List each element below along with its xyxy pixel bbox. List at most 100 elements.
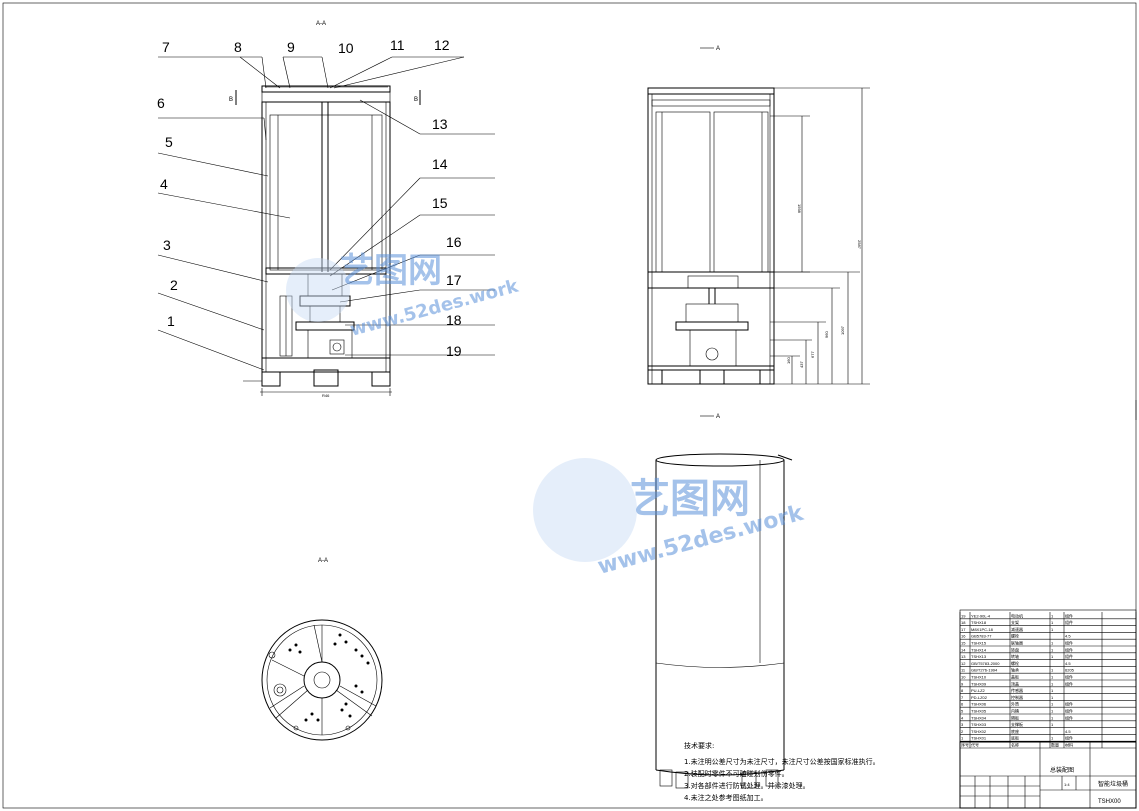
- bom-cell: 1: [1051, 647, 1054, 652]
- bom-cell: 组件: [1065, 708, 1073, 714]
- bom-cell: 4.5: [1065, 634, 1071, 639]
- bom-cell: 组件: [1065, 674, 1073, 680]
- dim-160: 160: [786, 357, 791, 364]
- bom-cell: TSHX10: [971, 675, 987, 680]
- part-number: 13: [432, 116, 448, 132]
- bom-cell: 隔板: [1011, 714, 1019, 720]
- bom-cell: 轴承: [1011, 667, 1019, 673]
- bom-cell: 组件: [1065, 612, 1073, 618]
- bom-cell: 底板: [1011, 735, 1019, 741]
- watermark-cn: 艺图网: [630, 476, 750, 522]
- part-number: 16: [446, 234, 462, 250]
- bom-cell: 内桶: [1011, 708, 1019, 714]
- dim-upper: 1598: [797, 204, 802, 214]
- bom-cell: 14: [961, 647, 966, 652]
- bom-cell: TSHX09: [971, 681, 987, 686]
- bom-cell: TSHX02: [971, 729, 987, 734]
- notes-title: 技术要求:: [684, 741, 714, 750]
- bom-cell: TSHX04: [971, 715, 987, 720]
- bom-cell: 组件: [1065, 619, 1073, 625]
- front-section-view: A-A B B: [157, 21, 495, 398]
- part-number: 4: [160, 176, 168, 192]
- base-width-dim: R46: [322, 393, 330, 398]
- bom-cell: 外筒: [1011, 701, 1019, 707]
- bom-cell: M8X1PC-18: [971, 627, 994, 632]
- bom-cell: 底座: [1011, 728, 1019, 734]
- bom-cell: 支架: [1011, 619, 1019, 625]
- bom-header-cell: 序号: [961, 742, 969, 748]
- bom-cell: 支撑板: [1011, 721, 1023, 727]
- bom-cell: 4.5: [1065, 661, 1071, 666]
- bom-cell: 组件: [1065, 714, 1073, 720]
- section-label-bottom: A-A: [318, 558, 328, 564]
- bom-header-cell: 名称: [1011, 742, 1019, 748]
- bom-cell: 1: [961, 736, 964, 741]
- bom-header-cell: 材料: [1065, 742, 1073, 748]
- bom-cell: 盖板: [1011, 674, 1019, 680]
- bom-cell: 1: [1051, 695, 1054, 700]
- part-number: 5: [165, 134, 173, 150]
- watermark-cn: 艺图网: [340, 251, 442, 291]
- bom-cell: TSHX05: [971, 709, 987, 714]
- part-number: 10: [338, 40, 354, 56]
- bom-cell: 10: [961, 675, 966, 680]
- dim-960: 960: [824, 331, 829, 338]
- bom-cell: 1: [1051, 702, 1054, 707]
- note-line: 4.未注之处参考图纸加工。: [684, 793, 768, 802]
- bom-cell: 1: [1051, 627, 1054, 632]
- bom-cell: 18: [961, 620, 966, 625]
- bom-cell: 12: [961, 661, 966, 666]
- part-number: 18: [446, 312, 462, 328]
- top-section-view: A-A: [261, 558, 383, 741]
- title-unit: 总装配图: [1050, 766, 1074, 774]
- bom-cell: 15: [961, 641, 966, 646]
- bom-cell: 转盘: [1011, 646, 1019, 652]
- bom-cell: TSHX13: [971, 654, 987, 659]
- bom-cell: PD-LZ02: [971, 695, 988, 700]
- bom-cell: 17: [961, 627, 966, 632]
- title-name: 智能垃圾桶: [1098, 780, 1128, 788]
- bom-cell: 1: [1051, 736, 1054, 741]
- bom-cell: PU-LZ2: [971, 688, 986, 693]
- part-number: 17: [446, 272, 462, 288]
- bom-cell: 13: [961, 654, 966, 659]
- part-number: 15: [432, 195, 448, 211]
- bom-cell: 联轴器: [1011, 640, 1023, 646]
- bom-cell: 组件: [1065, 653, 1073, 659]
- dim-677: 677: [810, 351, 815, 358]
- bom-cell: 减速器: [1011, 626, 1023, 632]
- note-line: 3.对各部件进行防锈处理。并涂漆处理。: [684, 781, 810, 790]
- part-number: 3: [163, 237, 171, 253]
- bom-cell: 11: [961, 668, 966, 673]
- bom-cell: TSHX18: [971, 620, 987, 625]
- bom-cell: TSHX14: [971, 647, 987, 652]
- bom-cell: 8: [961, 688, 964, 693]
- bom-cell: 1: [1051, 681, 1054, 686]
- note-line: 1.未注明公差尺寸为未注尺寸，未注尺寸公差按国家标准执行。: [684, 757, 880, 766]
- bom-cell: 5: [961, 709, 964, 714]
- dim-total: 2587: [857, 240, 862, 250]
- note-line: 2.装配时零件不可磕碰划伤零件。: [684, 769, 789, 778]
- section-label-top: A-A: [316, 21, 326, 27]
- side-view: A: [647, 46, 870, 385]
- bom-cell: 3: [961, 722, 964, 727]
- bom-cell: 4.5: [1065, 729, 1071, 734]
- bom-cell: 1: [1051, 675, 1054, 680]
- view-arrow-top: A: [716, 46, 720, 52]
- part-number: 7: [162, 39, 170, 55]
- bom-cell: 1: [1051, 654, 1054, 659]
- bom-cell: 16: [961, 634, 966, 639]
- watermark: 艺图网 www.52des.work 艺图网 www.52des.work: [286, 251, 807, 580]
- dim-437: 437: [799, 361, 804, 368]
- bom-cell: TSHX03: [971, 722, 987, 727]
- bom-cell: GB/T276-1994: [971, 668, 998, 673]
- bom-cell: 螺栓: [1011, 633, 1019, 639]
- bom-cell: TSHX15: [971, 641, 987, 646]
- bom-cell: 6205: [1065, 668, 1075, 673]
- bom-cell: TSHX01: [971, 736, 987, 741]
- bom-cell: 控制器: [1011, 694, 1023, 700]
- part-number: 2: [170, 277, 178, 293]
